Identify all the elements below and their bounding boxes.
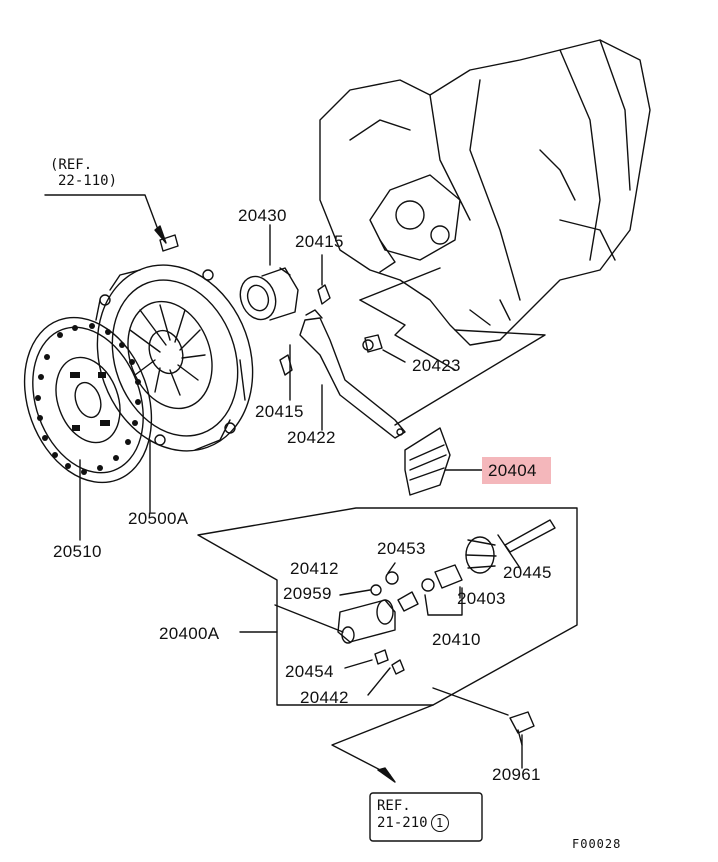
bleeder-20412 [370, 584, 382, 596]
part-label-20415-mid[interactable]: 20415 [255, 402, 304, 421]
bolt-20961 [509, 711, 535, 746]
pivot-ball [362, 334, 383, 353]
clutch-disc [23, 316, 153, 484]
part-label-20453[interactable]: 20453 [377, 539, 426, 558]
spring-20959 [397, 591, 419, 612]
leader-lines [44, 194, 578, 783]
pin-20442 [391, 659, 405, 675]
circled-number: 1 [430, 814, 449, 833]
part-label-20403[interactable]: 20403 [457, 589, 506, 608]
part-label-20445[interactable]: 20445 [503, 563, 552, 582]
slave-cylinder [337, 599, 396, 644]
part-label-20454[interactable]: 20454 [285, 662, 334, 681]
part-label-20961[interactable]: 20961 [492, 765, 541, 784]
part-label-20400A[interactable]: 20400A [159, 624, 220, 643]
part-label-20500A[interactable]: 20500A [128, 509, 189, 528]
part-label-20415-top[interactable]: 20415 [295, 232, 344, 251]
part-label-20412[interactable]: 20412 [290, 559, 339, 578]
part-label-20442[interactable]: 20442 [300, 688, 349, 707]
part-label-20404-highlighted[interactable]: 20404 [482, 457, 551, 484]
part-label-20422[interactable]: 20422 [287, 428, 336, 447]
ref-top-line1: (REF. [50, 157, 93, 173]
bolt-ref [159, 234, 179, 252]
part-label-20959[interactable]: 20959 [283, 584, 332, 603]
ref-bottom-line2: 21-210 [377, 815, 428, 832]
ref-bottom-line1: REF. [377, 798, 411, 814]
pushrod-20445 [504, 519, 556, 553]
part-label-20423[interactable]: 20423 [412, 356, 461, 375]
boot-20403 [465, 536, 497, 574]
part-label-20510[interactable]: 20510 [53, 542, 102, 561]
release-fork [299, 309, 406, 439]
seal-20453 [385, 571, 399, 585]
screw-20454 [374, 649, 389, 665]
ref-top[interactable]: (REF. 22-110) [50, 157, 117, 189]
ref-box-outline [369, 792, 483, 842]
clip-20415 [279, 284, 331, 376]
part-label-20410[interactable]: 20410 [432, 630, 481, 649]
figure-code: F00028 [572, 837, 622, 851]
transmission-housing [319, 39, 651, 346]
ref-top-line2: 22-110) [58, 173, 118, 190]
piston-20410 [421, 564, 463, 592]
dust-boot [404, 427, 451, 496]
release-bearing [239, 267, 299, 321]
pressure-plate [95, 264, 254, 452]
part-label-20430[interactable]: 20430 [238, 206, 287, 225]
